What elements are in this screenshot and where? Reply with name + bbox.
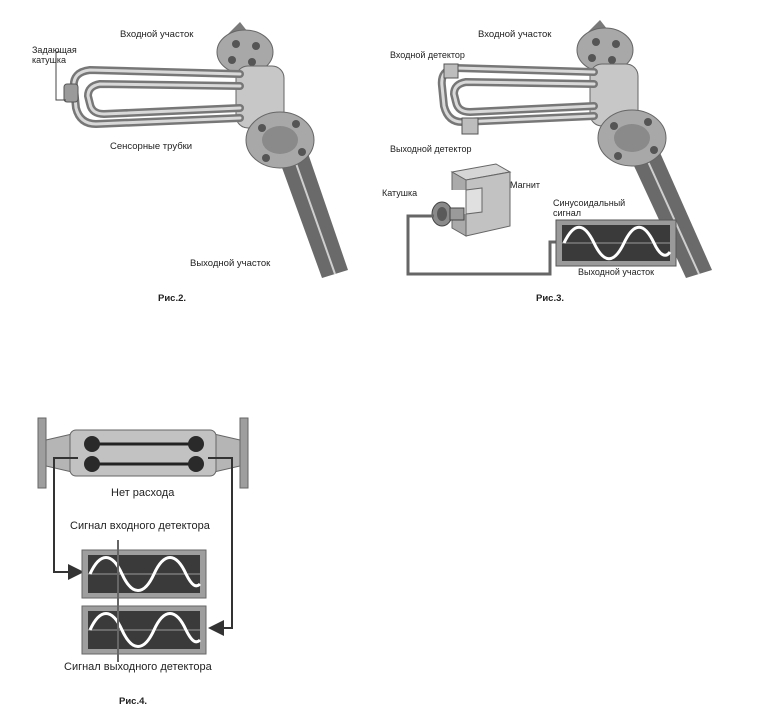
figure-2-drawing bbox=[55, 22, 348, 278]
fig3-outlet-detector-label: Выходной детектор bbox=[390, 144, 472, 154]
figure-3-drawing bbox=[406, 20, 712, 278]
fig3-coil-label: Катушка bbox=[382, 188, 418, 198]
fig3-outlet-label: Выходной участок bbox=[578, 267, 655, 277]
fig2-coil-label-line2: катушка bbox=[32, 55, 67, 65]
fig2-outlet-label: Выходной участок bbox=[190, 258, 271, 269]
fig2-coil-label-line1: Задающая bbox=[32, 45, 77, 55]
figure-4: Нет расхода Сигнал входного детектора Си… bbox=[0, 400, 300, 713]
fig3-inlet-label: Входной участок bbox=[478, 29, 552, 40]
fig4-outlet-signal-wire bbox=[208, 457, 233, 636]
fig3-sine-scope bbox=[555, 219, 677, 267]
sensor-tubes bbox=[69, 65, 244, 129]
fig3-caption: Рис.3. bbox=[536, 293, 565, 304]
figure-2: Входной участок Задающая катушка Сенсорн… bbox=[0, 0, 360, 310]
fig2-tubes-label: Сенсорные трубки bbox=[110, 141, 193, 152]
fig4-outlet-sine-wave bbox=[88, 612, 202, 648]
outlet-detector bbox=[461, 117, 479, 135]
fig3-inlet-detector-label: Входной детектор bbox=[390, 50, 465, 60]
fig3-sine-label-line1: Синусоидальный bbox=[553, 198, 626, 208]
fig4-right-flange bbox=[239, 417, 249, 489]
fig2-caption: Рис.2. bbox=[158, 293, 187, 304]
coil-wire bbox=[406, 214, 558, 276]
fig3-magnet-label: Магнит bbox=[510, 180, 541, 190]
fig4-left-flange bbox=[37, 417, 47, 489]
fig3-coil bbox=[431, 201, 465, 227]
inlet-detector bbox=[443, 63, 459, 79]
fig4-inlet-sine-wave bbox=[88, 556, 202, 592]
drive-coil bbox=[63, 83, 79, 103]
figure-3: Входной участок Входной детектор Выходно… bbox=[360, 0, 759, 310]
fig4-inlet-signal-label: Сигнал входного детектора bbox=[70, 520, 210, 532]
fig2-inlet-label: Входной участок bbox=[120, 29, 194, 40]
fig4-outlet-scope bbox=[81, 605, 207, 655]
fig4-inlet-signal-wire bbox=[53, 457, 84, 580]
fig4-caption: Рис.4. bbox=[119, 696, 148, 707]
fig4-no-flow-label: Нет расхода bbox=[111, 487, 175, 499]
fig3-sine-label-line2: сигнал bbox=[553, 208, 582, 218]
fig4-inlet-scope bbox=[81, 549, 207, 599]
figure-4-drawing bbox=[37, 417, 249, 662]
fig3-sensor-tubes bbox=[437, 63, 598, 127]
fig3-sine-wave bbox=[562, 225, 672, 261]
fig4-outlet-signal-label: Сигнал выходного детектора bbox=[64, 661, 212, 673]
